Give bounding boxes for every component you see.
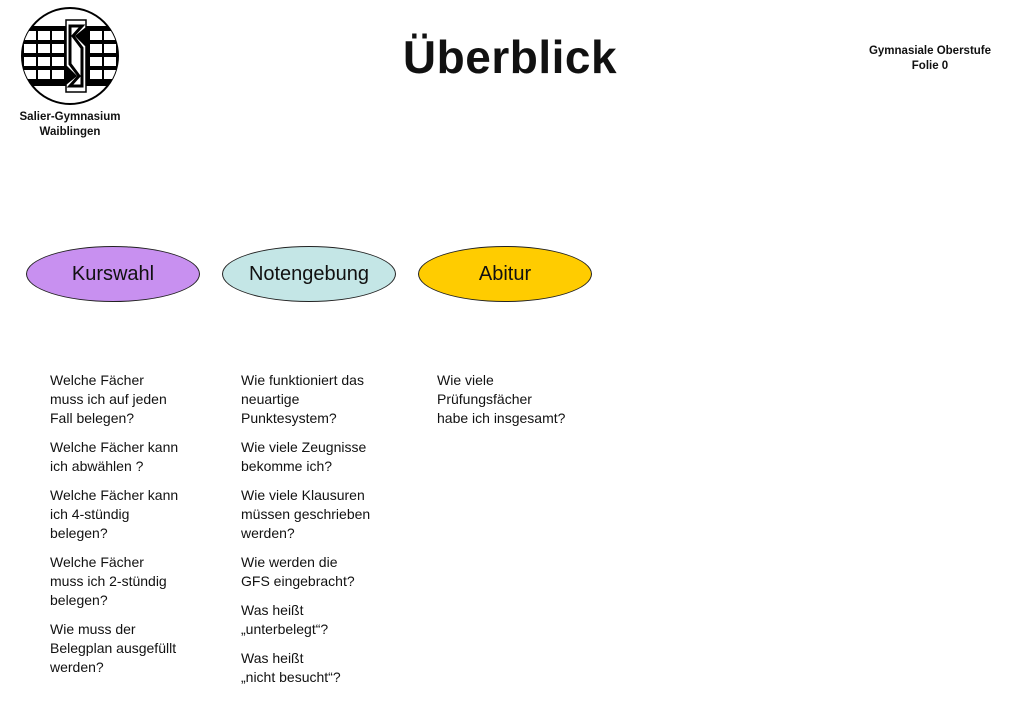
question: Wie viele Klausuren müssen geschrieben w… <box>241 487 371 541</box>
question: Welche Fächer kann ich abwählen ? <box>50 439 179 474</box>
school-name: Salier-Gymnasium Waiblingen <box>0 110 140 140</box>
question: Wie muss der Belegplan ausgefüllt werden… <box>50 621 177 675</box>
oval-label: Notengebung <box>248 262 370 285</box>
question: Wie funktioniert das neuartige Punktesys… <box>241 372 364 426</box>
school-name-line1: Salier-Gymnasium <box>19 111 121 123</box>
slide-number: Folie 0 <box>911 60 949 72</box>
slide-info: Gymnasiale Oberstufe Folie 0 <box>850 44 1010 74</box>
school-logo <box>21 7 119 105</box>
oval-notengebung[interactable]: Notengebung <box>222 246 396 302</box>
questions-abitur: Wie viele Prüfungsfächer habe ich insges… <box>437 371 617 438</box>
oval-label: Kurswahl <box>71 262 155 285</box>
question: Was heißt „unterbelegt“? <box>241 602 329 637</box>
oval-abitur[interactable]: Abitur <box>418 246 592 302</box>
questions-notengebung: Wie funktioniert das neuartige Punktesys… <box>241 371 411 697</box>
question: Was heißt „nicht besucht“? <box>241 650 341 685</box>
school-name-line2: Waiblingen <box>39 126 101 138</box>
course-label: Gymnasiale Oberstufe <box>868 45 992 57</box>
question: Welche Fächer kann ich 4-stündig belegen… <box>50 487 179 541</box>
question: Welche Fächer muss ich auf jeden Fall be… <box>50 372 167 426</box>
page-title: Überblick <box>402 31 618 83</box>
questions-kurswahl: Welche Fächer muss ich auf jeden Fall be… <box>50 371 220 687</box>
oval-kurswahl[interactable]: Kurswahl <box>26 246 200 302</box>
question: Wie werden die GFS eingebracht? <box>241 554 355 589</box>
question: Wie viele Zeugnisse bekomme ich? <box>241 439 367 474</box>
question: Welche Fächer muss ich 2-stündig belegen… <box>50 554 167 608</box>
oval-label: Abitur <box>478 262 532 285</box>
question: Wie viele Prüfungsfächer habe ich insges… <box>437 372 566 426</box>
